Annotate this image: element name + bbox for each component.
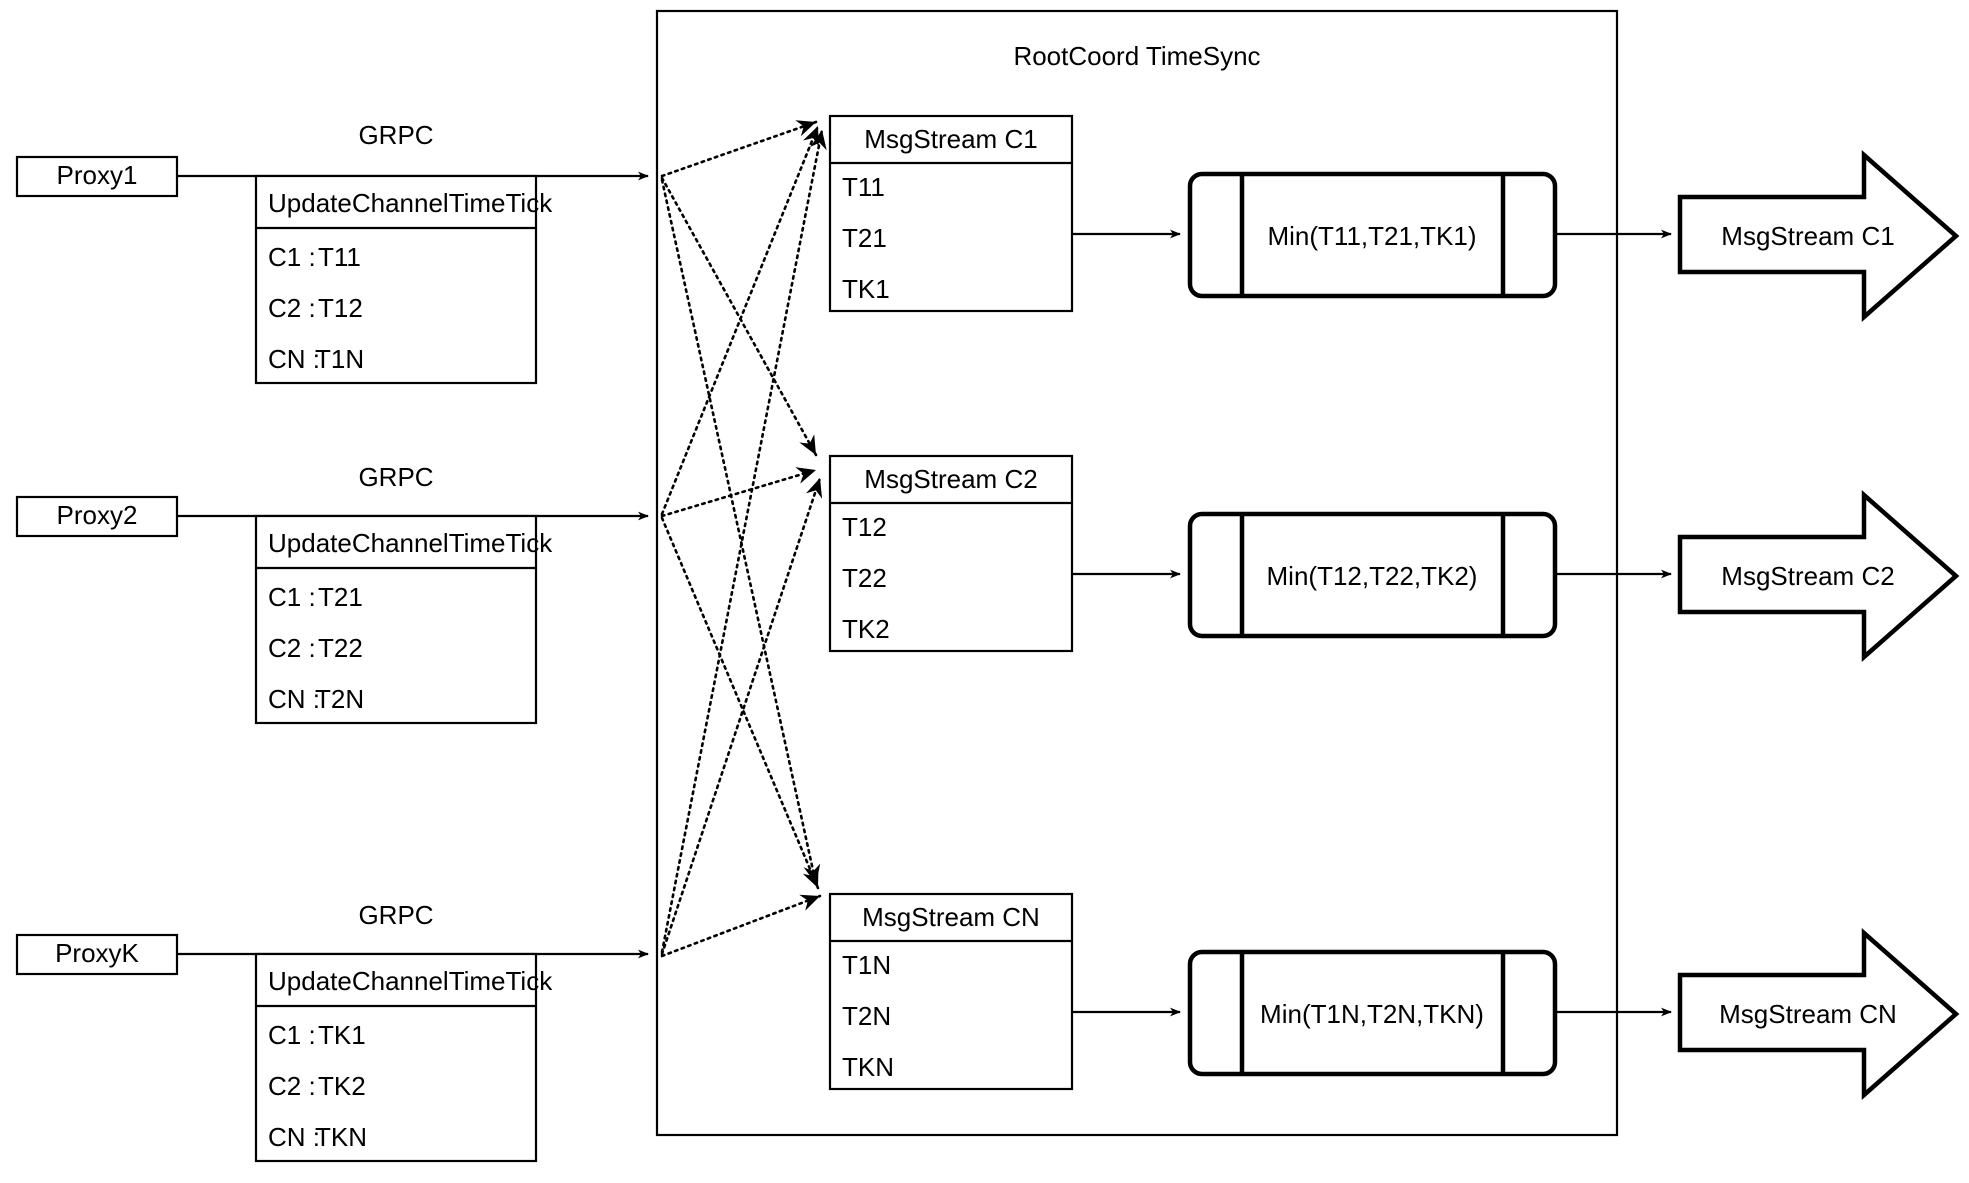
- msgstream-tick: T22: [842, 563, 887, 593]
- tick-entry-value: T22: [318, 633, 363, 663]
- min-process-node-3[interactable]: Min(T1N,T2N,TKN): [1187, 949, 1558, 1077]
- protocol-label-1: GRPC: [358, 120, 433, 150]
- msgstream-buffer-card-2: MsgStream C2 T12 T22 TK2: [828, 454, 1074, 653]
- channel-pipeline-2: MsgStream C2 T12 T22 TK2 Min(T12,T22,TK2…: [828, 454, 1960, 662]
- tick-entry-channel: CN :: [268, 344, 320, 374]
- msgstream-tick: TK1: [842, 274, 890, 304]
- tick-entry-value: TKN: [315, 1122, 367, 1152]
- tick-entry-channel: CN :: [268, 1122, 320, 1152]
- min-process-node-1[interactable]: Min(T11,T21,TK1): [1187, 171, 1558, 299]
- tick-entry-channel: C2 :: [268, 293, 316, 323]
- proxy-node-2[interactable]: Proxy2: [15, 495, 179, 538]
- rpc-method-label: UpdateChannelTimeTick: [268, 528, 553, 558]
- proxy-row-3: ProxyK GRPC UpdateChannelTimeTick C1 : T…: [15, 900, 649, 1163]
- msgstream-tick: T1N: [842, 950, 891, 980]
- protocol-label-2: GRPC: [358, 462, 433, 492]
- tick-entry-value: T21: [318, 582, 363, 612]
- msgstream-output-arrow-2: MsgStream C2: [1677, 490, 1960, 662]
- fanout-link-pk-c1: [660, 128, 827, 954]
- min-process-label: Min(T1N,T2N,TKN): [1260, 999, 1484, 1029]
- min-process-label: Min(T11,T21,TK1): [1267, 221, 1476, 251]
- rpc-method-label: UpdateChannelTimeTick: [268, 966, 553, 996]
- proxy-node-label: Proxy1: [57, 160, 138, 190]
- msgstream-tick: T2N: [842, 1001, 891, 1031]
- fanout-link-p2-c1: [660, 124, 820, 516]
- tick-entry-value: TK2: [318, 1071, 366, 1101]
- msgstream-tick: TKN: [842, 1052, 894, 1082]
- fanout-link-pk-c2: [660, 476, 823, 956]
- channel-pipeline-3: MsgStream CN T1N T2N TKN Min(T1N,T2N,TKN…: [828, 892, 1960, 1100]
- min-process-node-2[interactable]: Min(T12,T22,TK2): [1187, 511, 1558, 639]
- protocol-label-3: GRPC: [358, 900, 433, 930]
- msgstream-output-arrow-1: MsgStream C1: [1677, 150, 1960, 322]
- msgstream-buffer-card-3: MsgStream CN T1N T2N TKN: [828, 892, 1074, 1091]
- fanout-link-p1-c1: [660, 120, 818, 178]
- update-channel-timetick-card-2: UpdateChannelTimeTick C1 : T21 C2 : T22 …: [254, 514, 553, 725]
- tick-entry-value: T2N: [315, 684, 364, 714]
- msgstream-output-label: MsgStream CN: [1719, 999, 1897, 1029]
- msgstream-buffer-title: MsgStream CN: [862, 902, 1040, 932]
- tick-entry-channel: C1 :: [268, 242, 316, 272]
- fanout-link-p1-c2: [660, 176, 818, 457]
- tick-entry-value: TK1: [318, 1020, 366, 1050]
- tick-entry-channel: C2 :: [268, 1071, 316, 1101]
- tick-entry-value: T1N: [315, 344, 364, 374]
- update-channel-timetick-card-1: UpdateChannelTimeTick C1 : T11 C2 : T12 …: [254, 174, 553, 385]
- tick-entry-channel: CN :: [268, 684, 320, 714]
- msgstream-output-label: MsgStream C1: [1721, 221, 1894, 251]
- proxy-node-1[interactable]: Proxy1: [15, 155, 179, 198]
- msgstream-tick: T11: [842, 172, 885, 202]
- proxy-node-label: ProxyK: [55, 938, 139, 968]
- msgstream-output-arrow-3: MsgStream CN: [1677, 928, 1960, 1100]
- tick-entry-value: T12: [318, 293, 363, 323]
- proxy-row-1: Proxy1 GRPC UpdateChannelTimeTick C1 : T…: [15, 120, 649, 385]
- tick-entry-channel: C1 :: [268, 1020, 316, 1050]
- msgstream-buffer-title: MsgStream C2: [864, 464, 1037, 494]
- fanout-link-p2-c2: [660, 467, 818, 518]
- fanout-link-pk-cn: [660, 894, 822, 958]
- channel-pipeline-1: MsgStream C1 T11 T21 TK1 Min(T11,T21,TK1…: [828, 114, 1960, 322]
- rpc-method-label: UpdateChannelTimeTick: [268, 188, 553, 218]
- msgstream-output-label: MsgStream C2: [1721, 561, 1894, 591]
- msgstream-tick: T12: [842, 512, 887, 542]
- msgstream-buffer-title: MsgStream C1: [864, 124, 1037, 154]
- proxy-node-3[interactable]: ProxyK: [15, 933, 179, 976]
- tick-entry-value: T11: [318, 242, 361, 272]
- update-channel-timetick-card-3: UpdateChannelTimeTick C1 : TK1 C2 : TK2 …: [254, 952, 553, 1163]
- fanout-link-p1-cn: [660, 178, 821, 886]
- min-process-label: Min(T12,T22,TK2): [1267, 561, 1478, 591]
- tick-entry-channel: C2 :: [268, 633, 316, 663]
- timetick-fanout-connectors: [660, 120, 827, 958]
- container-title: RootCoord TimeSync: [1013, 41, 1260, 71]
- proxy-row-2: Proxy2 GRPC UpdateChannelTimeTick C1 : T…: [15, 462, 649, 725]
- proxy-node-label: Proxy2: [57, 500, 138, 530]
- tick-entry-channel: C1 :: [268, 582, 316, 612]
- msgstream-buffer-card-1: MsgStream C1 T11 T21 TK1: [828, 114, 1074, 313]
- msgstream-tick: T21: [842, 223, 887, 253]
- msgstream-tick: TK2: [842, 614, 890, 644]
